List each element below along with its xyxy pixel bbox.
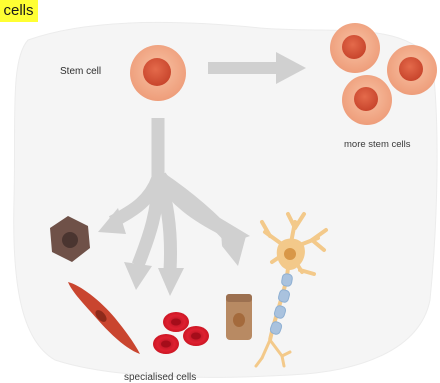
more-stem-cells-label: more stem cells	[344, 139, 411, 150]
stem-cell-label: Stem cell	[60, 66, 101, 77]
stem-cell-icon	[130, 45, 186, 101]
page-title: n cells	[0, 2, 34, 19]
epithelial-cell-icon	[226, 294, 252, 340]
specialised-cells-label: specialised cells	[124, 372, 196, 383]
title-highlight: n cells	[0, 0, 38, 22]
